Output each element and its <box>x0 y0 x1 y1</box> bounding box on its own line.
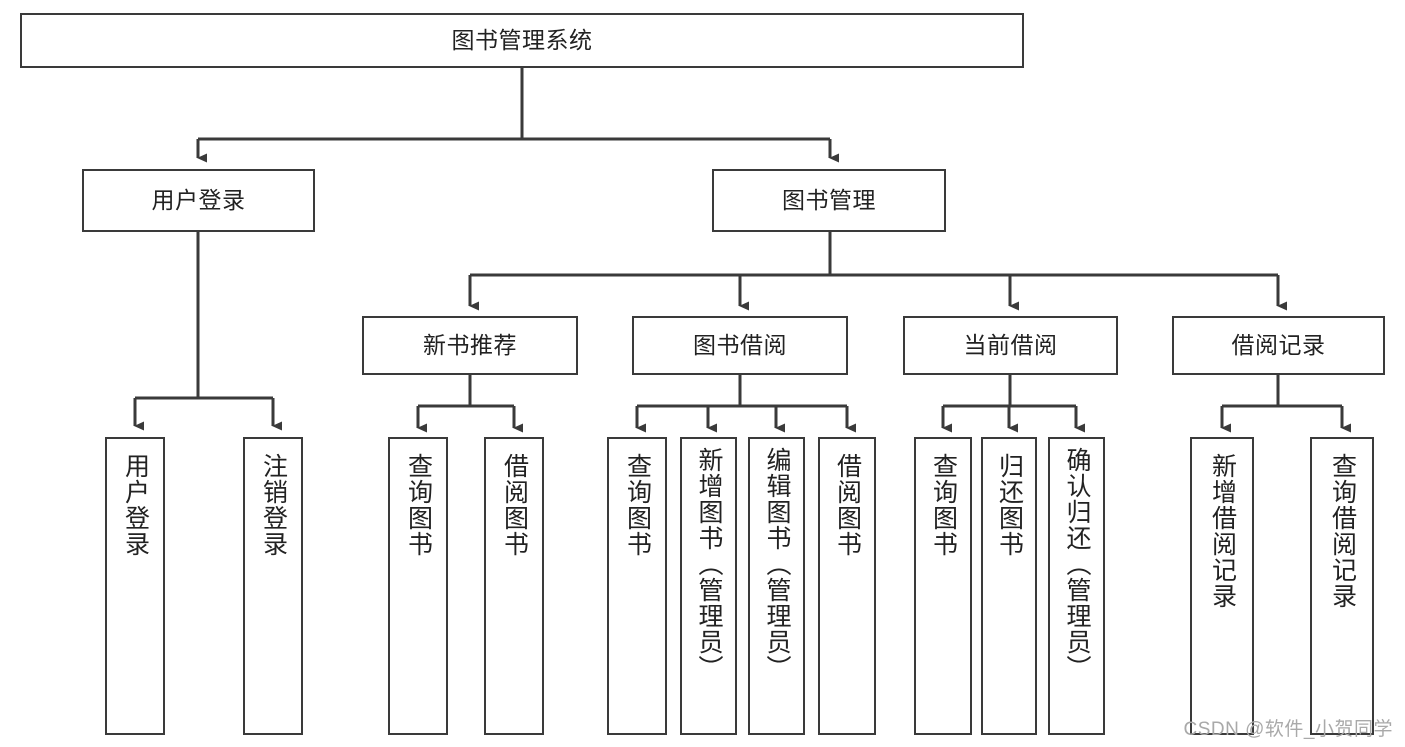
node-label: 用户登录 <box>151 186 246 213</box>
leaf-add-book-admin[interactable]: 新增图书（管理员） <box>680 437 737 735</box>
node-label: 查询图书 <box>404 453 433 557</box>
node-label: 查询图书 <box>623 453 652 557</box>
node-user-login[interactable]: 用户登录 <box>82 169 315 232</box>
node-label: 注销登录 <box>259 453 288 557</box>
leaf-confirm-return-admin[interactable]: 确认归还（管理员） <box>1048 437 1105 735</box>
node-book-borrow[interactable]: 图书借阅 <box>632 316 848 375</box>
leaf-edit-book-admin[interactable]: 编辑图书（管理员） <box>748 437 805 735</box>
leaf-user-login[interactable]: 用户登录 <box>105 437 165 735</box>
node-borrow-record[interactable]: 借阅记录 <box>1172 316 1385 375</box>
csdn-watermark: CSDN @软件_小贺同学 <box>1183 719 1393 740</box>
leaf-borrow-book[interactable]: 借阅图书 <box>818 437 876 735</box>
node-book-management[interactable]: 图书管理 <box>712 169 946 232</box>
node-label: 图书管理系统 <box>451 26 593 53</box>
leaf-query-book-current[interactable]: 查询图书 <box>914 437 972 735</box>
leaf-query-borrow-record[interactable]: 查询借阅记录 <box>1310 437 1374 735</box>
node-label: 图书管理 <box>782 186 876 213</box>
node-label: 新增图书（管理员） <box>695 447 723 681</box>
node-label: 借阅图书 <box>833 453 862 557</box>
leaf-return-book[interactable]: 归还图书 <box>981 437 1037 735</box>
node-root-system[interactable]: 图书管理系统 <box>20 13 1024 68</box>
node-label: 查询借阅记录 <box>1328 453 1357 609</box>
node-label: 归还图书 <box>995 453 1024 557</box>
node-label: 借阅记录 <box>1231 331 1326 358</box>
node-label: 借阅图书 <box>500 453 529 557</box>
node-label: 新书推荐 <box>423 331 517 358</box>
leaf-query-book-borrow[interactable]: 查询图书 <box>607 437 667 735</box>
node-label: 确认归还（管理员） <box>1063 447 1091 681</box>
leaf-query-book-new[interactable]: 查询图书 <box>388 437 448 735</box>
node-label: 新增借阅记录 <box>1208 453 1237 609</box>
leaf-add-borrow-record[interactable]: 新增借阅记录 <box>1190 437 1254 735</box>
leaf-logout[interactable]: 注销登录 <box>243 437 303 735</box>
node-label: 用户登录 <box>121 453 150 557</box>
node-label: 查询图书 <box>929 453 958 557</box>
node-label: 编辑图书（管理员） <box>763 447 791 681</box>
node-current-borrow[interactable]: 当前借阅 <box>903 316 1118 375</box>
node-label: 当前借阅 <box>963 331 1058 358</box>
leaf-borrow-book-new[interactable]: 借阅图书 <box>484 437 544 735</box>
node-label: 图书借阅 <box>693 331 787 358</box>
node-new-book-recommend[interactable]: 新书推荐 <box>362 316 578 375</box>
